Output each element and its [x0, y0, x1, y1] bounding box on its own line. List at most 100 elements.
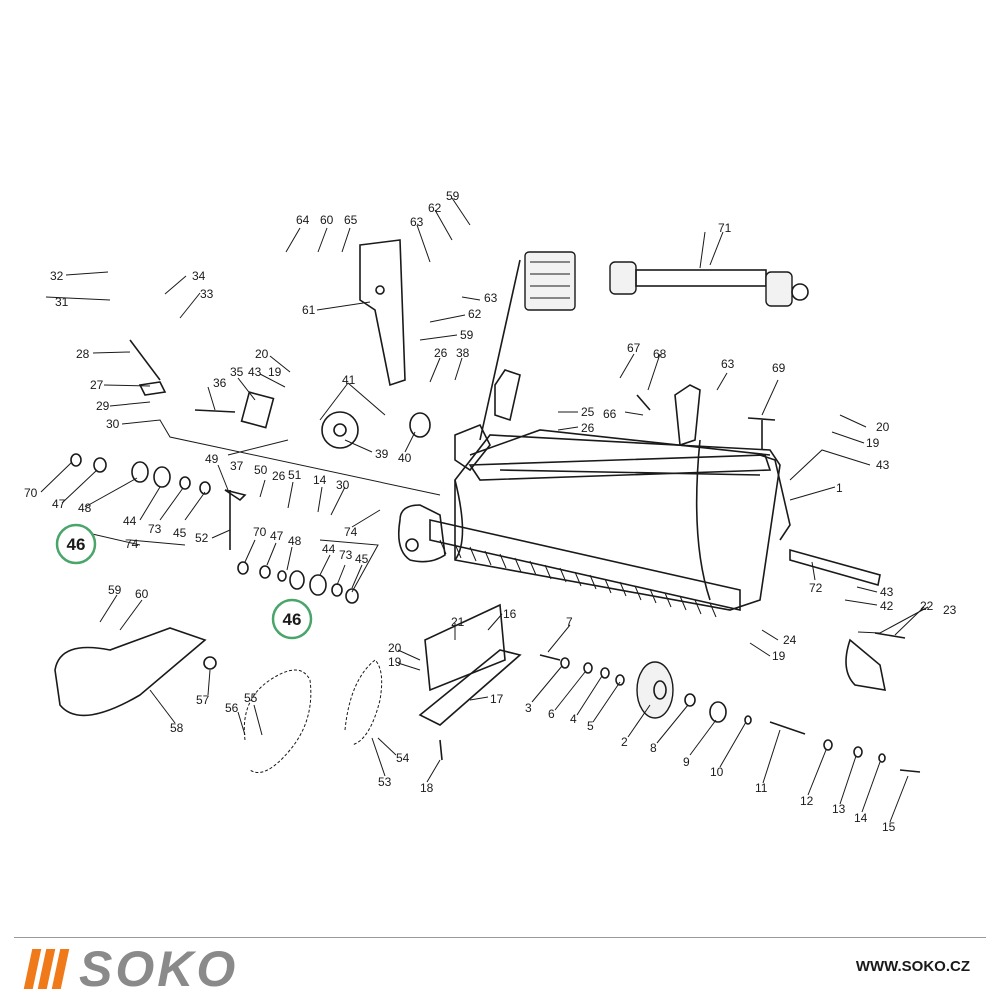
part-label-38: 38: [456, 346, 470, 360]
mulcher-hood: [454, 259, 781, 611]
part-label-27: 27: [90, 378, 104, 392]
part-label-67: 67: [627, 341, 641, 355]
part-label-15: 15: [882, 820, 896, 834]
exploded-parts-diagram: 32 31 34 33 28 27 29 30 36 35 20 43 19 4…: [24, 189, 957, 834]
part-label-36: 36: [213, 376, 227, 390]
chain-55: [243, 669, 312, 773]
part-label-59-top: 59: [446, 189, 460, 203]
part-label-57: 57: [196, 693, 210, 707]
part-label-63-mid: 63: [484, 291, 498, 305]
part-label-30-mid: 30: [336, 478, 350, 492]
part-label-40: 40: [398, 451, 412, 465]
part-label-70-mid: 70: [253, 525, 267, 539]
part-label-51: 51: [288, 468, 302, 482]
brand-logo[interactable]: SOKO: [23, 941, 239, 997]
part-label-43: 43: [248, 365, 262, 379]
part-label-31: 31: [55, 295, 69, 309]
part-label-49: 49: [205, 452, 219, 466]
part-label-20-right: 20: [876, 420, 890, 434]
part-label-56: 56: [225, 701, 239, 715]
website-link[interactable]: WWW.SOKO.CZ: [855, 958, 970, 975]
part-labels: 32 31 34 33 28 27 29 30 36 35 20 43 19 4…: [24, 189, 957, 834]
rotor-blades: [429, 518, 741, 618]
pto-shaft: [609, 261, 809, 307]
part-label-18: 18: [420, 781, 434, 795]
top-link-arm: [359, 239, 406, 387]
part-label-44-left: 44: [123, 514, 137, 528]
part-label-45-mid: 45: [355, 552, 369, 566]
part-label-24: 24: [783, 633, 797, 647]
part-label-19-lower-right: 19: [772, 649, 786, 663]
part-label-68: 68: [653, 347, 667, 361]
frame-bar: [468, 454, 791, 541]
highlight-callout-46-right[interactable]: 46: [271, 598, 313, 640]
skid-17: [418, 603, 522, 726]
highlight-label-right: 46: [283, 610, 302, 629]
part-label-17: 17: [490, 692, 504, 706]
support-72: [789, 548, 881, 587]
part-label-28: 28: [76, 347, 90, 361]
leader-lines: [40, 197, 929, 823]
part-label-1: 1: [836, 481, 843, 495]
part-label-20: 20: [255, 347, 269, 361]
part-label-19-low: 19: [388, 655, 402, 669]
part-label-14-mid: 14: [313, 473, 327, 487]
part-label-60: 60: [320, 213, 334, 227]
part-label-5: 5: [587, 719, 594, 733]
guard-cover-58: [54, 627, 207, 717]
part-label-47-mid: 47: [270, 529, 284, 543]
chain-53: [344, 659, 383, 746]
part-label-53: 53: [378, 775, 392, 789]
part-label-14: 14: [854, 811, 868, 825]
part-label-74-left: 74: [125, 537, 139, 551]
part-label-50: 50: [254, 463, 268, 477]
part-label-70-left: 70: [24, 486, 38, 500]
brand-name: SOKO: [79, 941, 239, 997]
part-label-29: 29: [96, 399, 110, 413]
part-label-74-mid: 74: [344, 525, 358, 539]
part-label-72: 72: [809, 581, 823, 595]
part-label-23: 23: [943, 603, 957, 617]
part-label-32: 32: [50, 269, 64, 283]
bearing-40: [409, 412, 431, 438]
sprocket-39: [321, 411, 359, 449]
part-label-22: 22: [920, 599, 934, 613]
part-label-55: 55: [244, 691, 258, 705]
highlight-callout-46-left[interactable]: 46: [55, 523, 97, 565]
part-label-10: 10: [710, 765, 724, 779]
part-label-21: 21: [451, 615, 465, 629]
part-label-54: 54: [396, 751, 410, 765]
roller-2: [636, 661, 674, 719]
part-label-34: 34: [192, 269, 206, 283]
part-label-13: 13: [832, 802, 846, 816]
bracket-22: [845, 638, 887, 691]
part-label-9: 9: [683, 755, 690, 769]
part-label-19-right: 19: [866, 436, 880, 450]
part-label-35: 35: [230, 365, 244, 379]
part-label-62-top: 62: [428, 201, 442, 215]
part-label-19: 19: [268, 365, 282, 379]
part-label-4: 4: [570, 712, 577, 726]
part-label-43-lower: 43: [880, 585, 894, 599]
part-label-11: 11: [755, 781, 768, 795]
part-label-47-left: 47: [52, 497, 66, 511]
footer-divider: [14, 937, 986, 938]
side-plate-left: [397, 504, 446, 563]
part-label-65: 65: [344, 213, 358, 227]
part-label-45-left: 45: [173, 526, 187, 540]
part-label-3: 3: [525, 701, 532, 715]
part-label-25: 25: [581, 405, 595, 419]
part-label-26-top: 26: [434, 346, 448, 360]
part-label-12: 12: [800, 794, 814, 808]
part-label-69: 69: [772, 361, 786, 375]
logo-stripes-icon: [23, 949, 70, 989]
part-label-33: 33: [200, 287, 214, 301]
part-label-63-top: 63: [410, 215, 424, 229]
part-label-44-mid: 44: [322, 542, 336, 556]
flange-35: [240, 391, 275, 429]
part-label-64: 64: [296, 213, 310, 227]
part-label-58: 58: [170, 721, 184, 735]
part-label-48-left: 48: [78, 501, 92, 515]
part-label-73-left: 73: [148, 522, 162, 536]
gearbox: [524, 251, 576, 311]
